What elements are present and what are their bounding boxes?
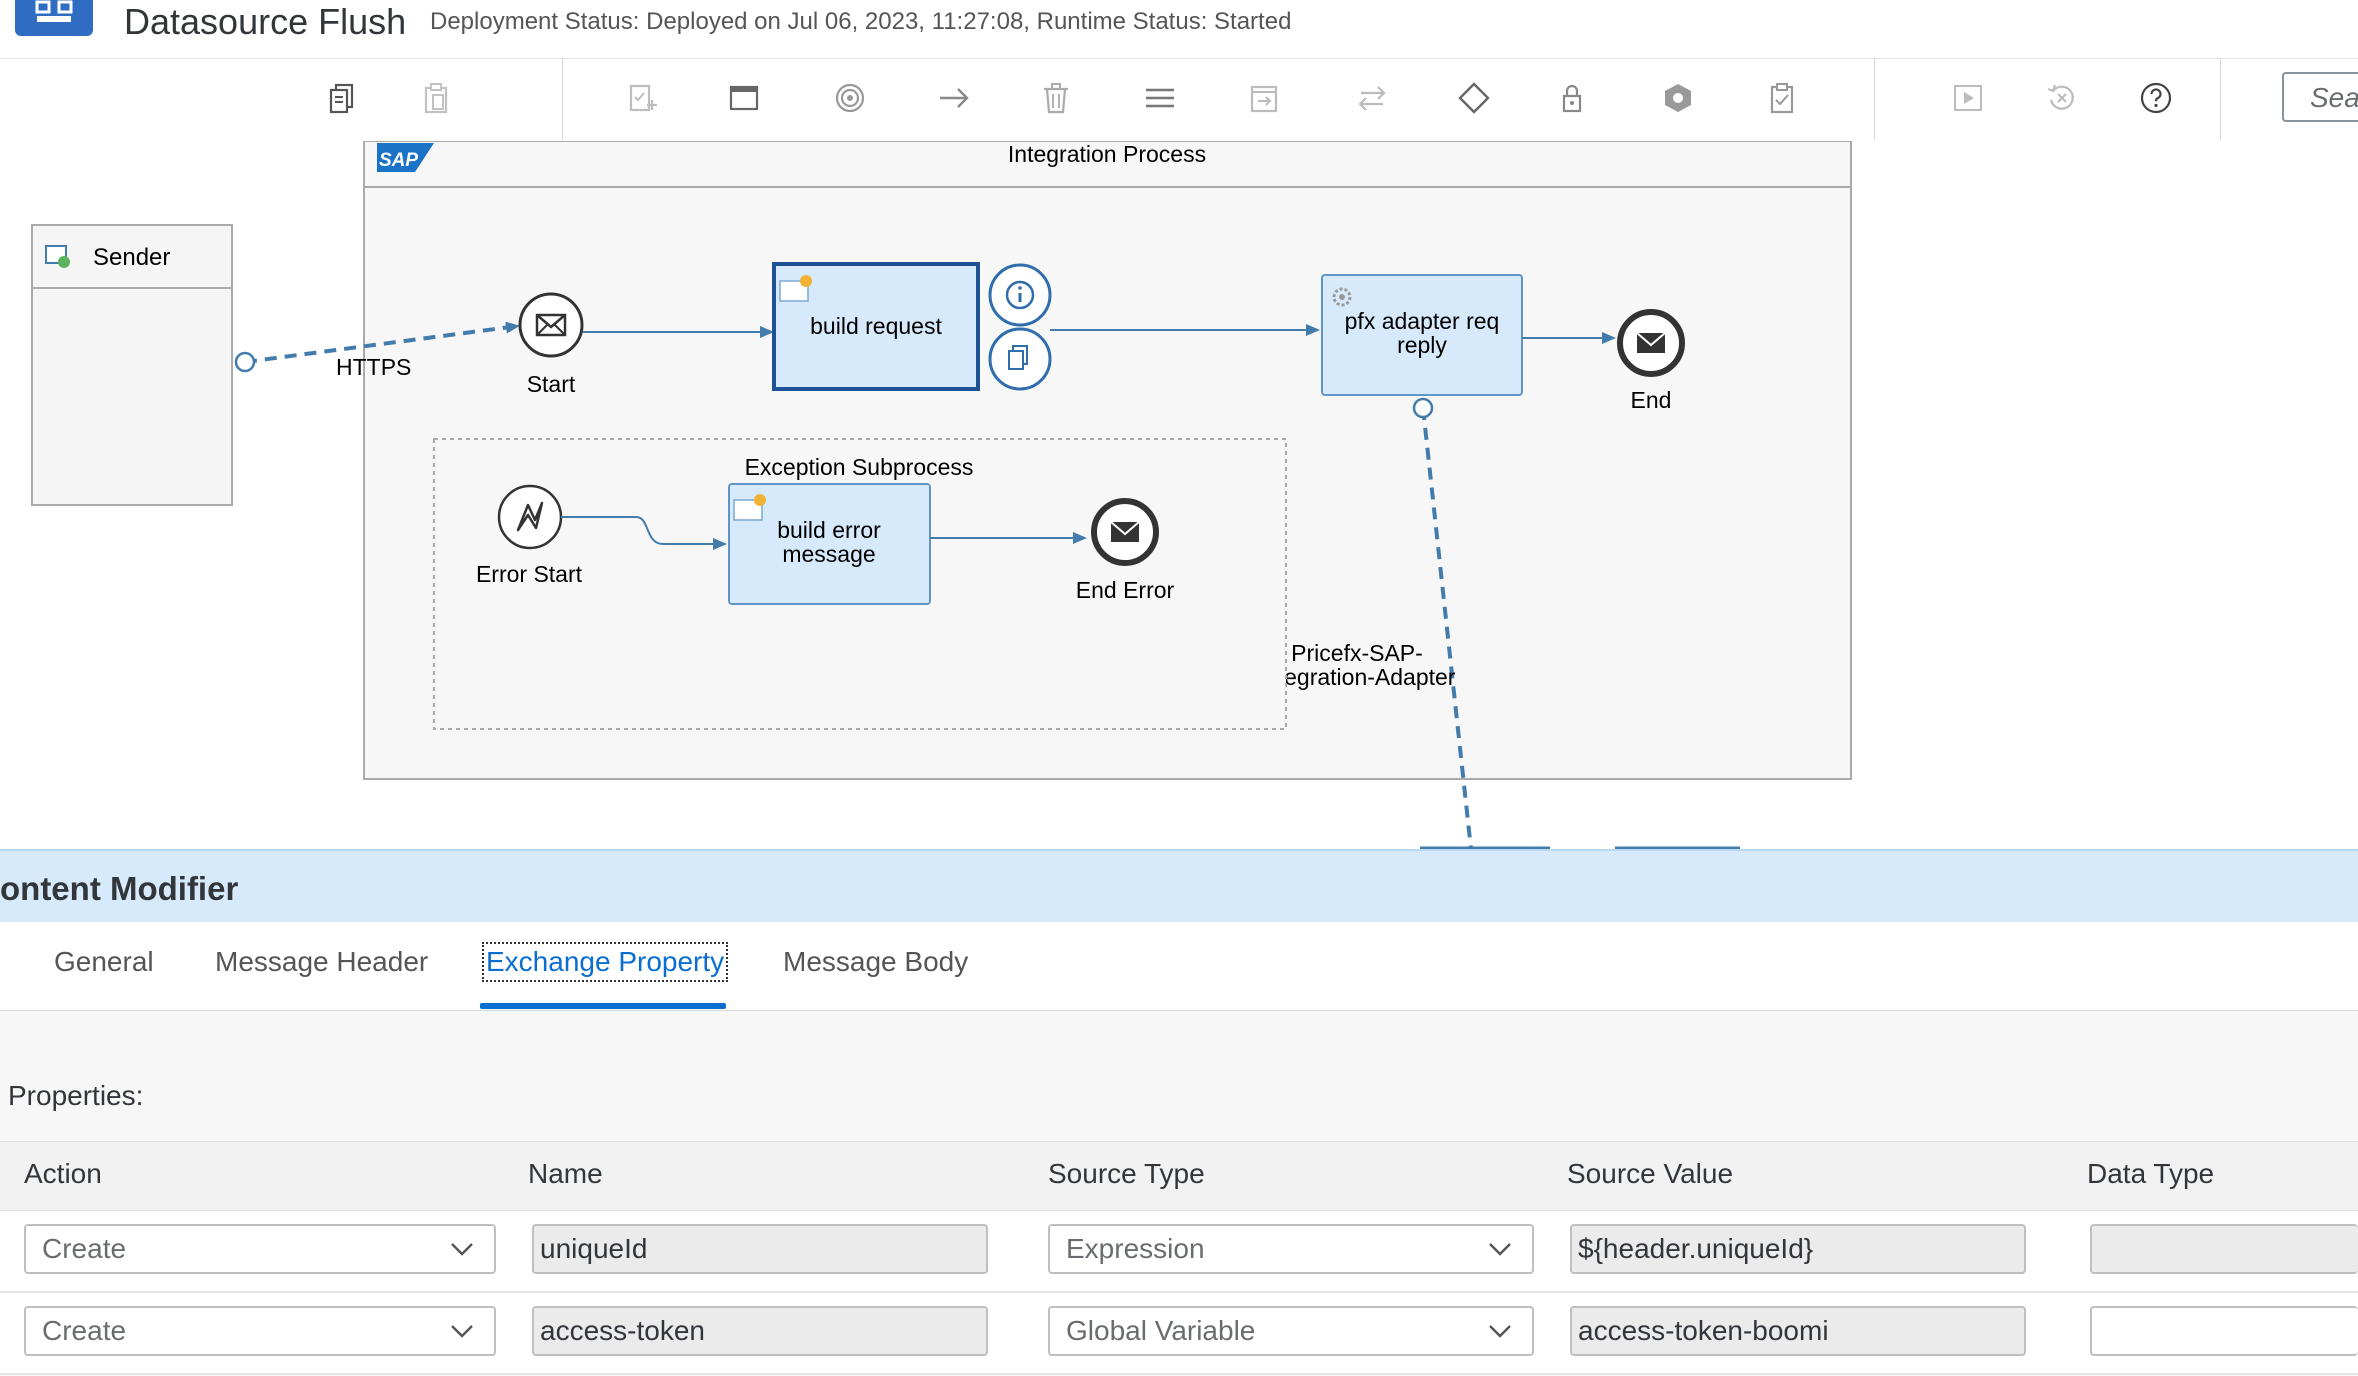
source-type-select[interactable]: Expression [1048,1224,1534,1274]
tab-message-header[interactable]: Message Header [215,946,429,977]
play-icon[interactable] [1946,76,1990,120]
tab-bar [0,922,2358,1012]
tab-message-body[interactable]: Message Body [783,946,969,977]
diamond-icon[interactable] [1452,76,1496,120]
properties-label: Properties: [8,1080,144,1111]
column-header-action: Action [24,1158,102,1189]
sender-label: Sender [93,244,170,271]
app-icon[interactable] [15,0,93,36]
tab-general[interactable]: General [54,946,154,977]
build-error-label-line1: build error [777,517,881,543]
target-icon[interactable] [828,76,872,120]
copy-icon[interactable] [320,76,364,120]
export-icon[interactable] [1242,76,1286,120]
integration-flow-canvas[interactable]: Integration Process SAP Sender HTTPS [0,141,2358,849]
deployment-status: Deployment Status: Deployed on Jul 06, 2… [430,8,1292,35]
envelope-icon [1110,521,1140,542]
panel-header [0,849,2358,924]
action-select-value: Create [42,1233,127,1264]
chevron-down-icon [451,1325,473,1338]
chevron-down-icon [1489,1243,1511,1256]
data-type-field[interactable] [2090,1306,2358,1356]
pfx-label-line1: pfx adapter req [1345,308,1500,334]
integration-process-label: Integration Process [1008,141,1206,167]
build-request-step[interactable]: build request [772,262,980,391]
build-request-label: build request [810,313,942,339]
clipboard-icon[interactable] [1760,76,1804,120]
adapter-connection[interactable]: Pricefx-SAP- Integration-Adapter [1259,397,1473,849]
source-type-select-value: Expression [1066,1233,1205,1264]
chevron-down-icon [451,1243,473,1256]
lock-icon[interactable] [1550,76,1594,120]
https-connection[interactable]: HTTPS [234,321,520,380]
page-title: Datasource Flush [124,1,407,42]
source-value-field[interactable]: ${header.uniqueId} [1570,1224,2026,1274]
source-value-field[interactable]: access-token-boomi [1570,1306,2026,1356]
error-start-event[interactable]: Error Start [476,484,583,587]
column-header-source-type: Source Type [1048,1158,1205,1189]
info-icon[interactable] [988,263,1052,327]
column-header-name: Name [528,1158,603,1189]
search-input[interactable]: Sear [2282,72,2358,122]
end-error-label: End Error [1076,577,1175,603]
trash-icon[interactable] [1034,76,1078,120]
paste-icon[interactable] [414,76,458,120]
app-header [0,0,2358,56]
column-header-data-type: Data Type [2087,1158,2215,1189]
swap-icon[interactable] [1350,76,1394,120]
svg-text:....: .... [1571,833,1595,849]
https-label: HTTPS [336,354,411,380]
pfx-adapter-req-reply-step[interactable]: pfx adapter req reply [1321,274,1523,396]
end-event[interactable]: End [1617,309,1685,413]
toolbar-separator [1874,58,1875,140]
column-header-source-value: Source Value [1567,1158,1734,1189]
splitter-handle[interactable]: .... [1420,833,1740,849]
content-modifier-icon [779,275,812,302]
toolbar-separator [562,58,563,140]
active-tab-indicator [480,1003,726,1009]
envelope-icon [1636,332,1666,353]
adapter-label-line1: Pricefx-SAP- [1291,640,1423,666]
start-event[interactable]: Start [518,292,584,397]
adapter-label-line2: Integration-Adapter [1259,664,1456,690]
content-modifier-icon [733,494,766,521]
source-type-select[interactable]: Global Variable [1048,1306,1534,1356]
menu-icon[interactable] [1138,76,1182,120]
build-error-message-step[interactable]: build error message [728,483,931,605]
add-step-icon[interactable] [620,76,664,120]
help-icon[interactable] [2134,76,2178,120]
toolbar-separator [2220,58,2221,140]
sequence-flow[interactable] [561,516,727,550]
sender-participant[interactable]: Sender [31,224,233,506]
action-select[interactable]: Create [24,1224,496,1274]
error-bolt-icon [516,501,544,532]
svg-text:SAP: SAP [379,150,418,171]
exception-subprocess-label: Exception Subprocess [745,454,974,480]
tab-exchange-property[interactable]: Exchange Property [481,942,729,982]
data-type-field[interactable] [2090,1224,2358,1274]
build-error-label-line2: message [782,541,875,567]
sap-logo: SAP [377,143,434,172]
window-icon[interactable] [722,76,766,120]
panel-title: ontent Modifier [0,870,239,907]
name-field[interactable]: access-token [532,1306,988,1356]
undo-icon[interactable] [2040,76,2084,120]
sender-icon [45,245,70,268]
arrow-icon[interactable] [932,76,976,120]
gear-icon [1332,287,1352,307]
copy-step-icon[interactable] [988,327,1052,391]
start-label: Start [527,371,576,397]
end-error-event[interactable]: End Error [1076,498,1175,603]
source-type-select-value: Global Variable [1066,1315,1256,1346]
chevron-down-icon [1489,1325,1511,1338]
name-field[interactable]: uniqueId [532,1224,988,1274]
pfx-label-line2: reply [1397,332,1447,358]
end-label: End [1631,387,1672,413]
error-start-label: Error Start [476,561,583,587]
action-select-value: Create [42,1315,127,1346]
action-select[interactable]: Create [24,1306,496,1356]
package-icon[interactable] [1656,76,1700,120]
envelope-icon [535,313,567,337]
